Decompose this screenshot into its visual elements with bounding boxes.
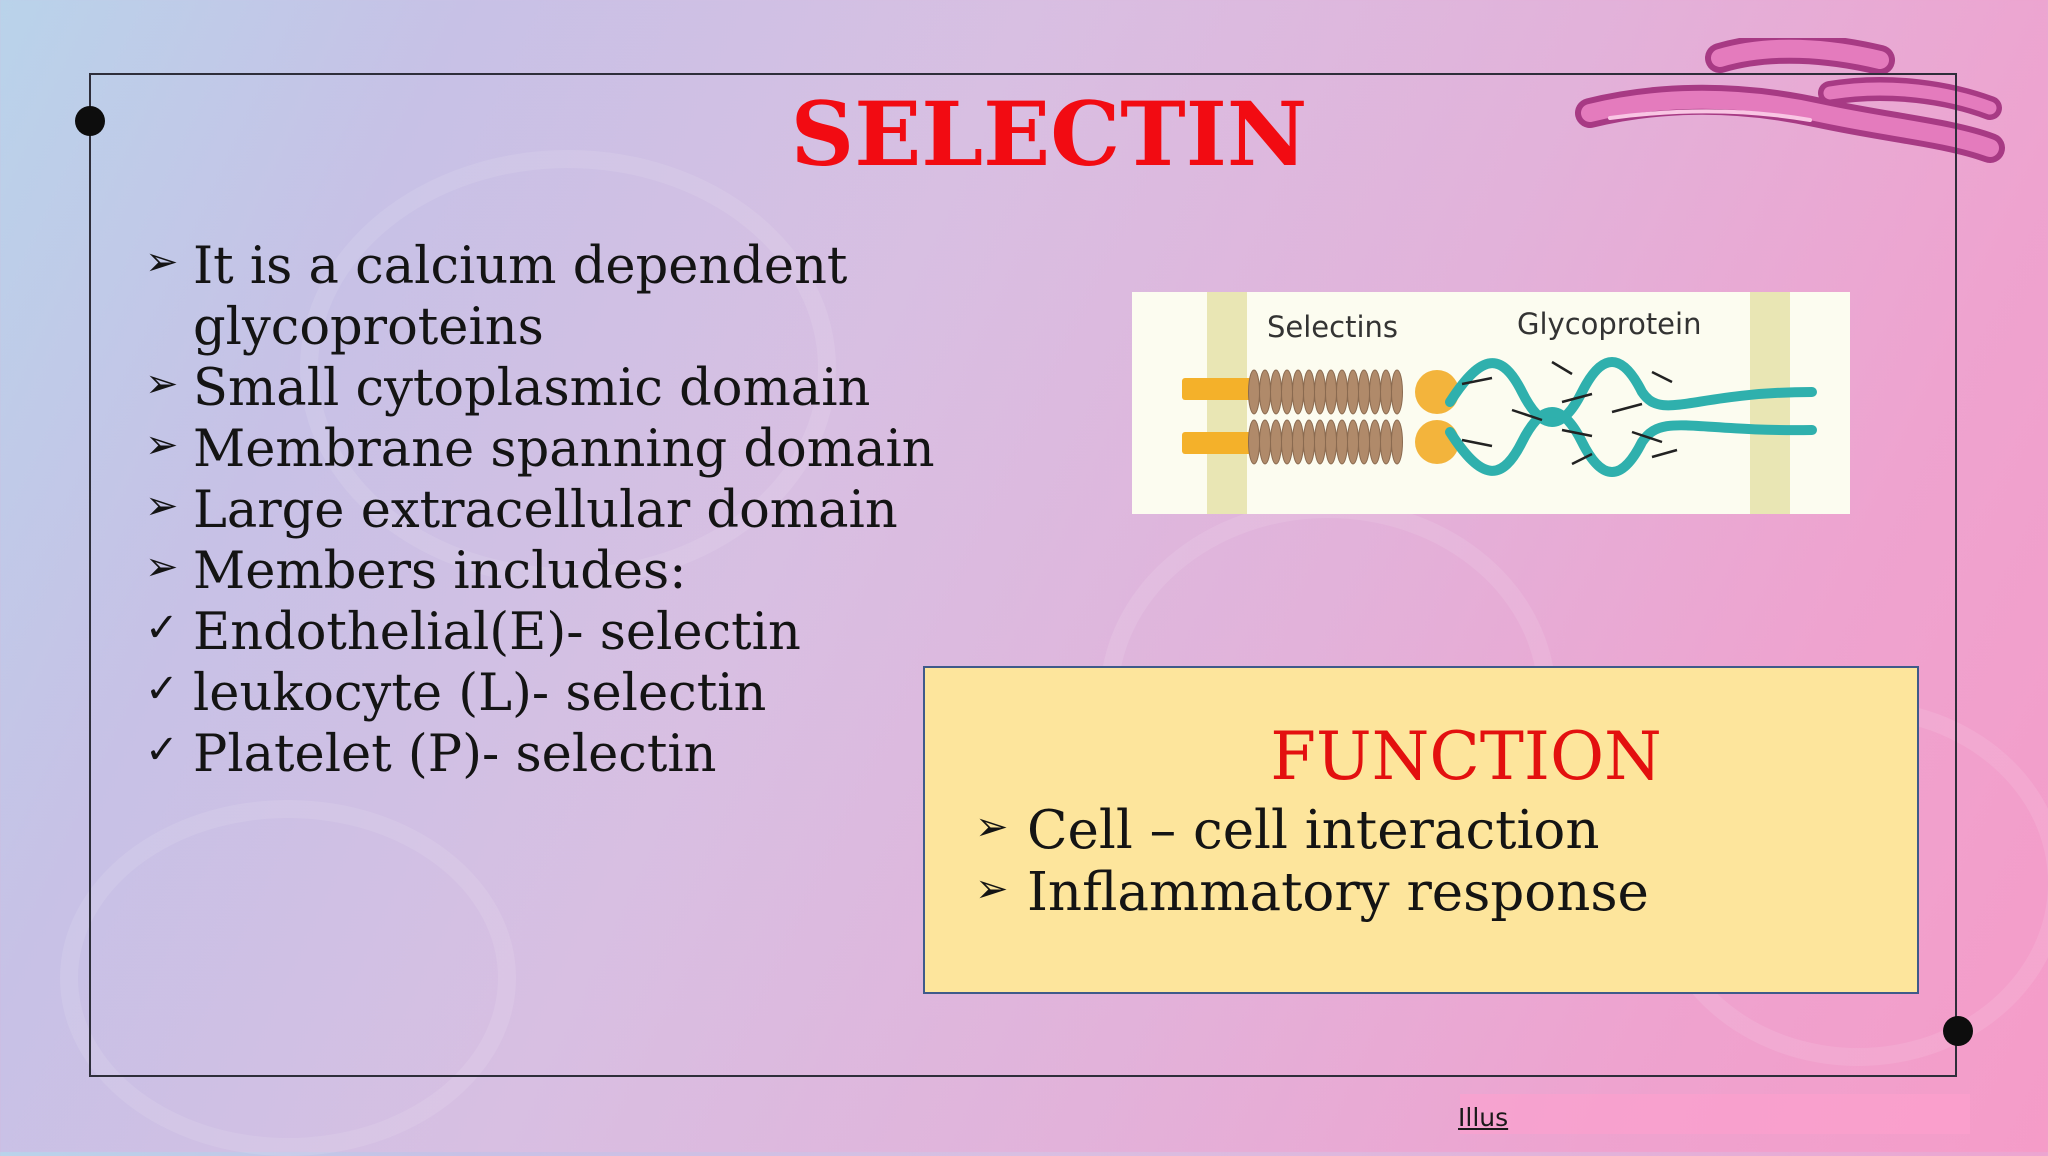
endoplasmic-reticulum-illustration (1575, 38, 2005, 163)
selectin-repeat-domain (1325, 369, 1337, 415)
selectin-repeat-domain (1336, 419, 1348, 465)
selectin-repeat-domain (1358, 369, 1370, 415)
selectin-repeat-domain (1347, 419, 1359, 465)
arrow-bullet-icon: ➢ (145, 361, 179, 407)
illustration-credit-link[interactable]: Illus (1458, 1103, 1509, 1132)
selectin-repeats-top (1248, 369, 1403, 415)
selectin-repeat-domain (1369, 369, 1381, 415)
selectin-repeat-domain (1358, 419, 1370, 465)
footer-band (1460, 1094, 1970, 1134)
function-title: FUNCTION (1270, 718, 1662, 795)
arrow-bullet-icon: ➢ (145, 422, 179, 468)
list-item: ✓ Endothelial(E)- selectin (145, 602, 945, 663)
selectin-glycoprotein-diagram: Selectins Glycoprotein (1132, 292, 1850, 514)
selectin-repeat-domain (1380, 369, 1392, 415)
list-item: ➢ Cell – cell interaction (975, 800, 1649, 862)
check-bullet-icon: ✓ (145, 605, 179, 651)
bullet-text: Membrane spanning domain (193, 420, 935, 479)
selectin-repeat-domain (1248, 419, 1260, 465)
bullet-text: Large extracellular domain (193, 481, 898, 540)
selectin-repeat-domain (1369, 419, 1381, 465)
check-bullet-icon: ✓ (145, 727, 179, 773)
selectin-repeat-domain (1303, 419, 1315, 465)
list-item: ✓ Platelet (P)- selectin (145, 724, 945, 785)
glycoprotein-strand-bottom (1445, 407, 1817, 477)
glycoprotein-strand-top (1445, 357, 1817, 427)
selectin-repeat-domain (1292, 419, 1304, 465)
function-list: ➢ Cell – cell interaction ➢ Inflammatory… (975, 800, 1649, 924)
selectin-repeat-domain (1391, 369, 1403, 415)
selectin-repeat-domain (1314, 369, 1326, 415)
selectin-repeat-domain (1347, 369, 1359, 415)
selectin-stalk-top (1182, 378, 1252, 400)
slide-title: SELECTIN (790, 82, 1308, 186)
selectin-repeat-domain (1391, 419, 1403, 465)
selectin-repeat-domain (1259, 369, 1271, 415)
list-item: ✓ leukocyte (L)- selectin (145, 663, 945, 724)
selectin-repeat-domain (1281, 419, 1293, 465)
list-item: ➢ Membrane spanning domain (145, 419, 945, 480)
carbohydrate-side-chains (1461, 360, 1678, 466)
selectin-repeat-domain (1303, 369, 1315, 415)
selectin-repeat-domain (1336, 369, 1348, 415)
bullet-text: It is a calcium dependent glycoproteins (193, 237, 848, 357)
frame-dot-top-left (75, 106, 105, 136)
bullet-text: leukocyte (L)- selectin (193, 664, 767, 723)
arrow-bullet-icon: ➢ (975, 866, 1009, 912)
selectin-repeat-domain (1314, 419, 1326, 465)
selectin-repeats-bottom (1248, 419, 1403, 465)
selectin-repeat-domain (1325, 419, 1337, 465)
right-membrane (1750, 292, 1790, 514)
function-item-text: Inflammatory response (1027, 862, 1649, 923)
list-item: ➢ Large extracellular domain (145, 480, 945, 541)
bullet-text: Platelet (P)- selectin (193, 725, 717, 784)
selectin-repeat-domain (1380, 419, 1392, 465)
selectin-bullet-list: ➢ It is a calcium dependent glycoprotein… (145, 236, 945, 785)
selectin-repeat-domain (1270, 419, 1282, 465)
left-membrane (1207, 292, 1247, 514)
arrow-bullet-icon: ➢ (145, 544, 179, 590)
arrow-bullet-icon: ➢ (145, 239, 179, 285)
selectin-repeat-domain (1248, 369, 1260, 415)
glycoprotein-label: Glycoprotein (1517, 307, 1701, 341)
arrow-bullet-icon: ➢ (975, 804, 1009, 850)
function-box: FUNCTION ➢ Cell – cell interaction ➢ Inf… (923, 666, 1919, 994)
selectin-repeat-domain (1292, 369, 1304, 415)
selectin-repeat-domain (1270, 369, 1282, 415)
bullet-text: Endothelial(E)- selectin (193, 603, 801, 662)
diagram-drawing: Selectins Glycoprotein (1182, 292, 1817, 514)
frame-dot-bottom-right (1943, 1016, 1973, 1046)
function-item-text: Cell – cell interaction (1027, 800, 1600, 861)
list-item: ➢ It is a calcium dependent glycoprotein… (145, 236, 945, 358)
slide-frame (89, 73, 1957, 1077)
bullet-text: Members includes: (193, 542, 687, 601)
list-item: ➢ Small cytoplasmic domain (145, 358, 945, 419)
list-item: ➢ Inflammatory response (975, 862, 1649, 924)
list-item: ➢ Members includes: (145, 541, 945, 602)
selectins-label: Selectins (1267, 310, 1398, 344)
selectin-repeat-domain (1259, 419, 1271, 465)
selectin-repeat-domain (1281, 369, 1293, 415)
check-bullet-icon: ✓ (145, 666, 179, 712)
selectin-stalk-bottom (1182, 432, 1252, 454)
bullet-text: Small cytoplasmic domain (193, 359, 871, 418)
arrow-bullet-icon: ➢ (145, 483, 179, 529)
